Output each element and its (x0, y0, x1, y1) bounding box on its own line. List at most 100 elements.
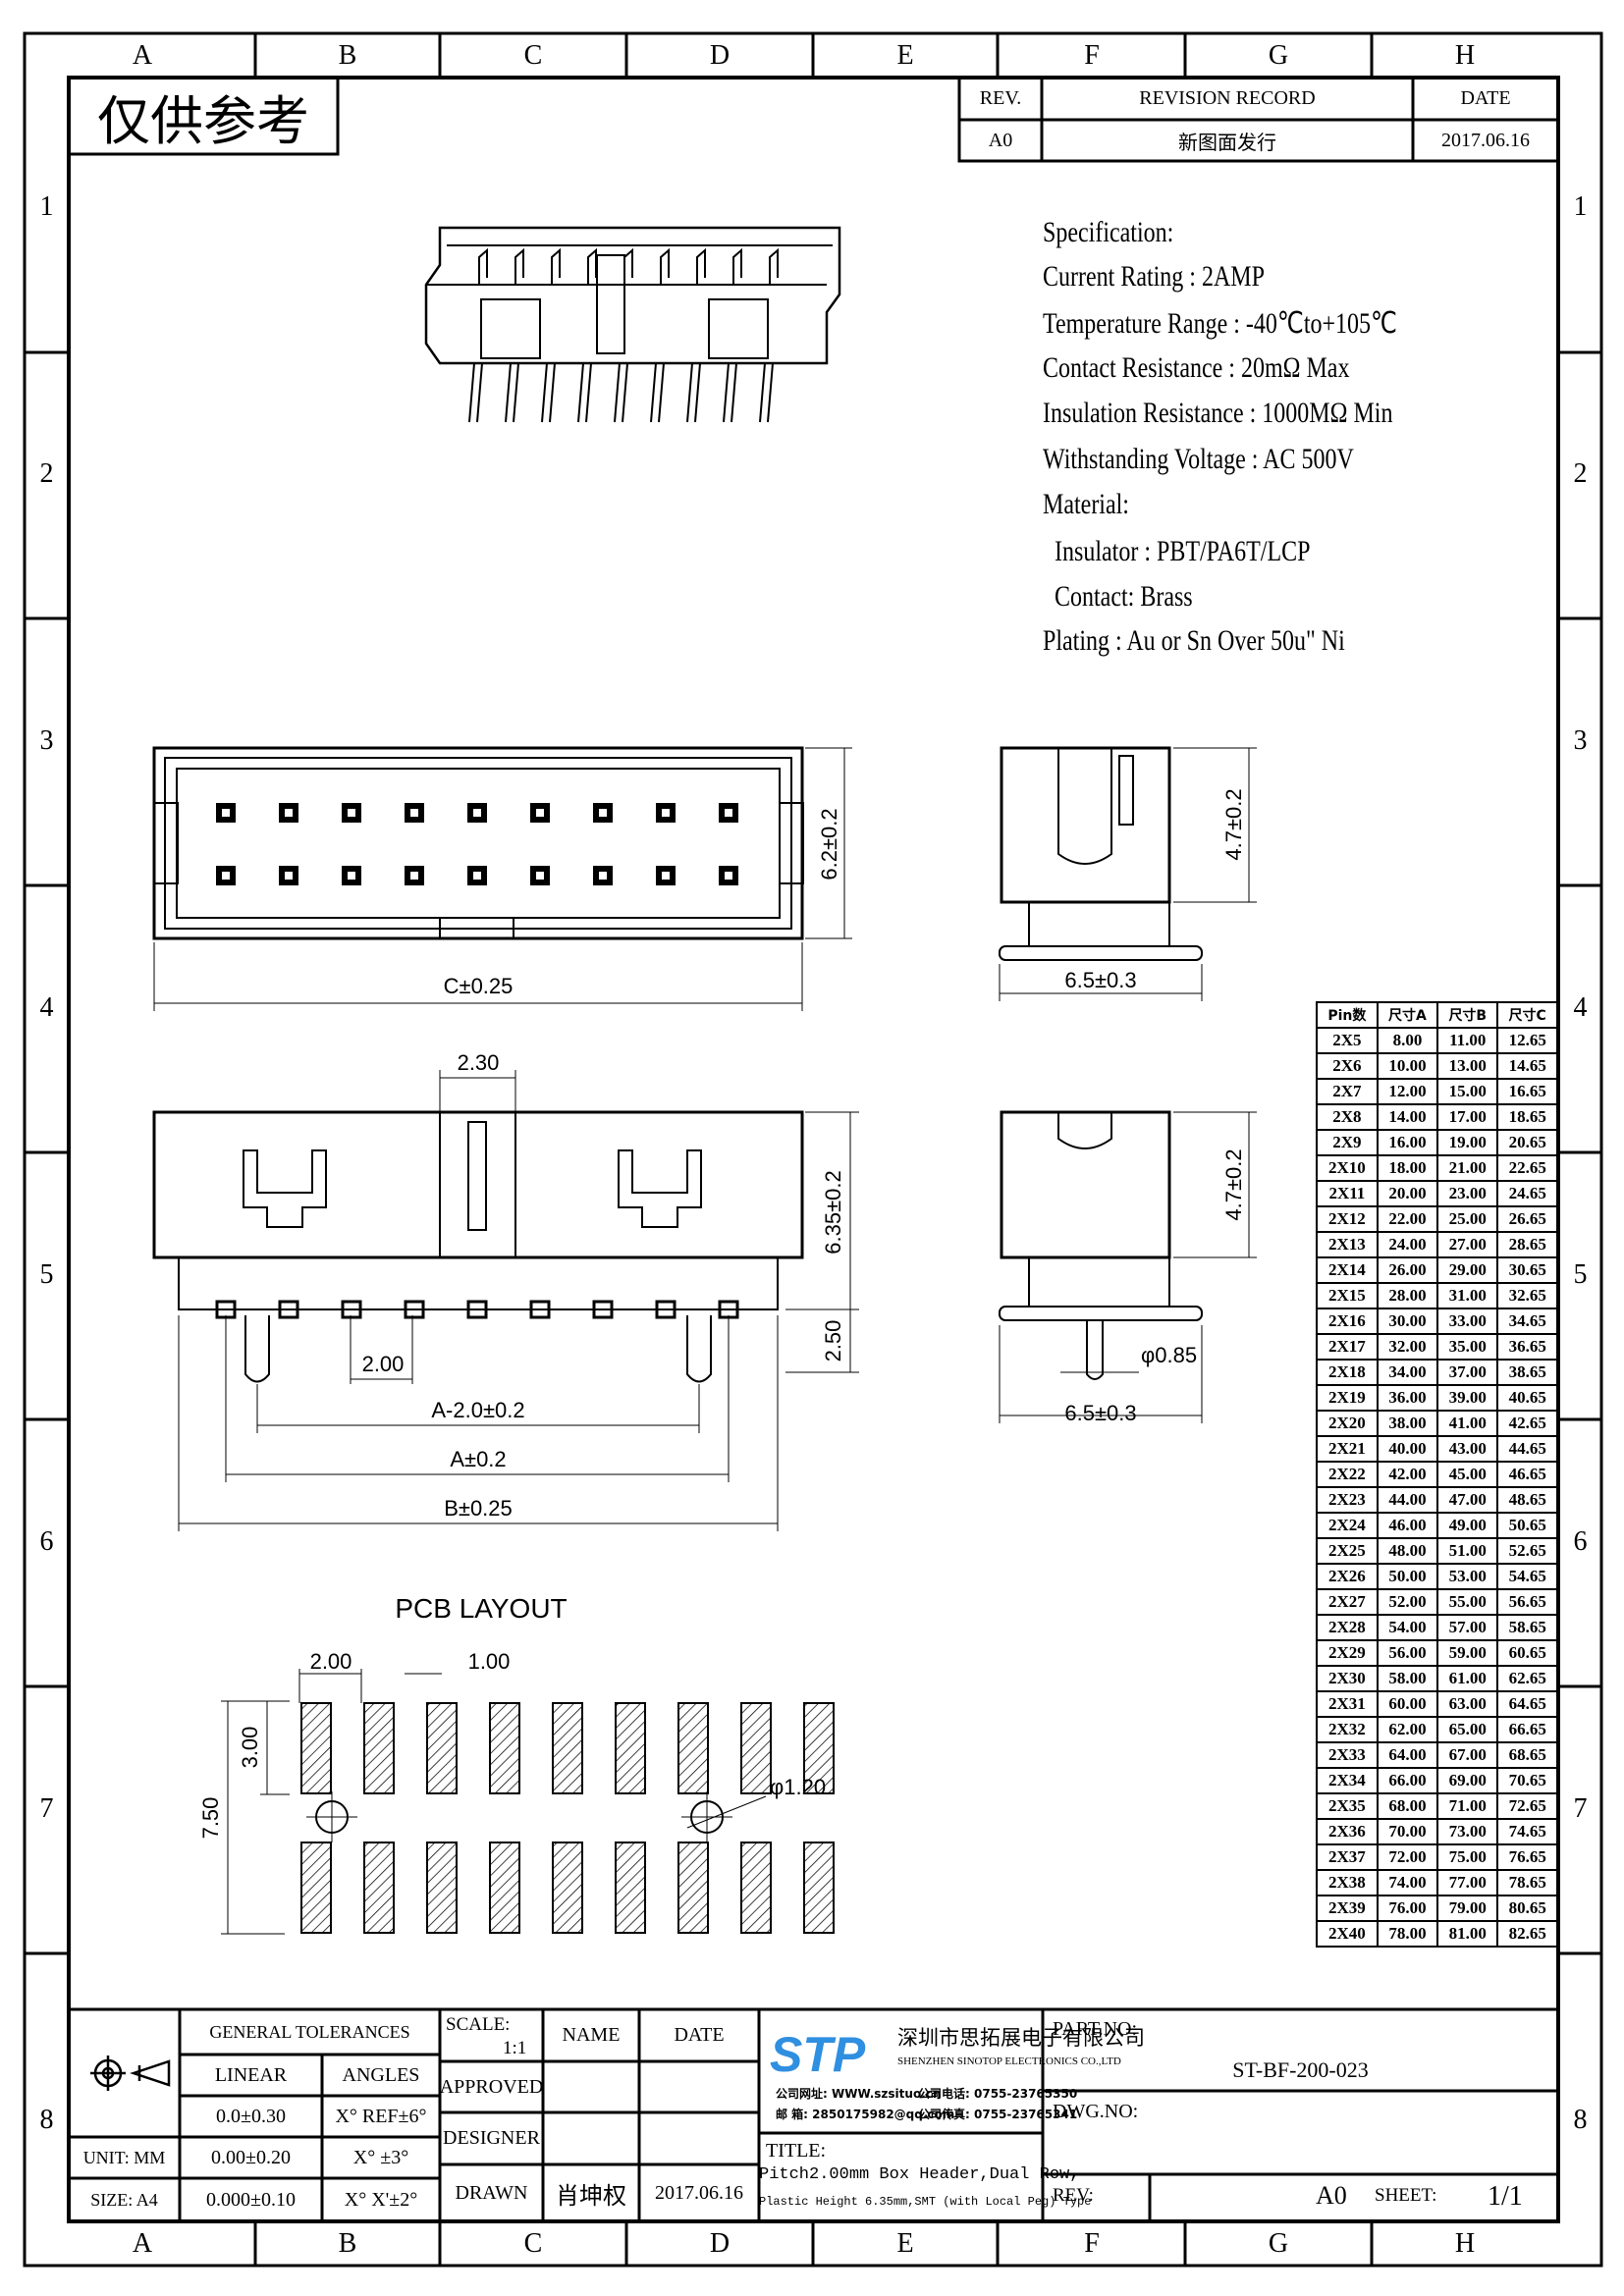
smt-leg (577, 362, 592, 423)
dim-top-height: 6.2±0.2 (817, 808, 841, 880)
pin-table-cell: 46.65 (1496, 1461, 1558, 1488)
fax-label: 公司传真: (918, 2108, 970, 2121)
pin-table-cell: 66.65 (1496, 1716, 1558, 1743)
pin-table-cell: 22.65 (1496, 1154, 1558, 1182)
pin-table-cell: 78.65 (1496, 1869, 1558, 1896)
top-view: 6.2±0.2 C±0.25 (152, 746, 852, 1011)
pin-table-cell: 52.65 (1496, 1537, 1558, 1565)
stamp-box (67, 76, 340, 156)
dim-total: 7.50 (198, 1797, 223, 1840)
pin-table-cell: 2X38 (1316, 1869, 1379, 1896)
zone-row-label: 3 (1573, 725, 1588, 756)
pin-table-cell: 56.00 (1376, 1639, 1439, 1667)
pin-table-cell: 8.00 (1376, 1027, 1439, 1054)
pin-table-cell: 72.00 (1376, 1843, 1439, 1871)
angle-tolerance-2: X° ±3° (352, 2146, 409, 2168)
size-label: SIZE: A4 (90, 2189, 158, 2210)
rev-block-value: A0 (1316, 2181, 1347, 2210)
general-tolerances-label: GENERAL TOLERANCES (209, 2021, 410, 2042)
pin-table-cell: 2X33 (1316, 1741, 1379, 1769)
pin-table-cell: 38.00 (1376, 1410, 1439, 1437)
pcb-pad (489, 1842, 520, 1934)
pin-table-cell: 78.00 (1376, 1920, 1439, 1948)
zone-column-label: F (1084, 2227, 1100, 2259)
pin-table-cell: 44.65 (1496, 1435, 1558, 1463)
pin-table-cell: 2X8 (1316, 1103, 1379, 1131)
isometric-view (424, 226, 841, 423)
title-line-2: Plastic Height 6.35mm,SMT (with Local Pe… (759, 2195, 1092, 2209)
pin-table-cell: 2X14 (1316, 1256, 1379, 1284)
pin-table-cell: 54.00 (1376, 1614, 1439, 1641)
dim-end-width: 6.5±0.3 (1064, 968, 1136, 992)
pin-table-cell: 2X11 (1316, 1180, 1379, 1207)
drawn-name: 肖坤权 (556, 2181, 626, 2210)
contact-pin (732, 247, 742, 285)
logo-text: STP (770, 2027, 866, 2082)
pin-table-cell: 45.00 (1436, 1461, 1499, 1488)
pin-table-cell: 58.00 (1376, 1665, 1439, 1692)
smt-leg (686, 362, 701, 423)
spec-line: Insulator : PBT/PA6T/LCP (1043, 535, 1311, 567)
contact-pin (660, 247, 670, 285)
linear-tolerance-3: 0.000±0.10 (206, 2188, 296, 2211)
unit-label: UNIT: MM (82, 2147, 166, 2167)
pin-table-cell: 46.00 (1376, 1512, 1439, 1539)
part-no-label: PART.NO: (1053, 2018, 1138, 2040)
solder-tail (529, 1300, 551, 1319)
dim-pitch: 2.00 (362, 1352, 405, 1376)
title-block-grid (69, 2007, 1558, 2223)
pin-table-cell: 53.00 (1436, 1563, 1499, 1590)
revision-description: 新图面发行 (1178, 130, 1276, 154)
pin-table-cell: 71.00 (1436, 1792, 1499, 1820)
pin-table-cell: 16.65 (1496, 1078, 1558, 1105)
pin-table-cell: 58.65 (1496, 1614, 1558, 1641)
zone-row-label: 2 (1573, 458, 1588, 489)
zone-column-label: D (709, 39, 731, 71)
dim-row-pitch: 3.00 (238, 1727, 262, 1769)
pin-table-cell: 60.65 (1496, 1639, 1558, 1667)
pin-table-cell: 32.00 (1376, 1333, 1439, 1361)
pin-table-cell: 2X12 (1316, 1205, 1379, 1233)
angles-label: ANGLES (342, 2063, 420, 2086)
spec-line: Insulation Resistance : 1000MΩ Min (1043, 397, 1393, 429)
title-label: TITLE: (766, 2140, 827, 2162)
frame-grid-ticks (25, 33, 1601, 2266)
end-view-bottom: 4.7±0.2 φ0.85 6.5±0.3 (999, 1110, 1257, 1425)
zone-column-label: A (132, 2227, 153, 2259)
dim-end2-width: 6.5±0.3 (1064, 1401, 1136, 1425)
pin-table-cell: 15.00 (1436, 1078, 1499, 1105)
pin-table-cell: 29.00 (1436, 1256, 1499, 1284)
zone-row-label: 8 (39, 2105, 54, 2135)
company-logo: STP (770, 2027, 866, 2082)
pin-table-cell: 21.00 (1436, 1154, 1499, 1182)
pin-table-cell: 32.65 (1496, 1282, 1558, 1309)
zone-row-label: 4 (39, 992, 54, 1023)
pin-table-cell: 60.00 (1376, 1690, 1439, 1718)
dim-end2-height: 4.7±0.2 (1221, 1148, 1246, 1220)
fax-value: 0755-23765341 (974, 2108, 1078, 2121)
spec-line: Contact: Brass (1043, 580, 1193, 613)
pin-table-cell: 63.00 (1436, 1690, 1499, 1718)
company-mail: 邮 箱: 2850175982@qq.com (776, 2106, 954, 2122)
dim-side-height: 6.35±0.2 (821, 1170, 845, 1254)
pin-table-cell: 2X10 (1316, 1154, 1379, 1182)
zone-column-label: C (523, 2227, 543, 2259)
contact-pin (769, 247, 779, 285)
pcb-pad (426, 1702, 458, 1794)
pin-table-cell: 43.00 (1436, 1435, 1499, 1463)
pin-table-cell: 2X20 (1316, 1410, 1379, 1437)
pin-table-cell: 20.00 (1376, 1180, 1439, 1207)
zone-column-label: G (1268, 2227, 1289, 2259)
pin-table-cell: 2X27 (1316, 1588, 1379, 1616)
pin-table-cell: 73.00 (1436, 1818, 1499, 1845)
spec-line: Current Rating : 2AMP (1043, 260, 1265, 293)
spec-line: Contact Resistance : 20mΩ Max (1043, 351, 1350, 384)
